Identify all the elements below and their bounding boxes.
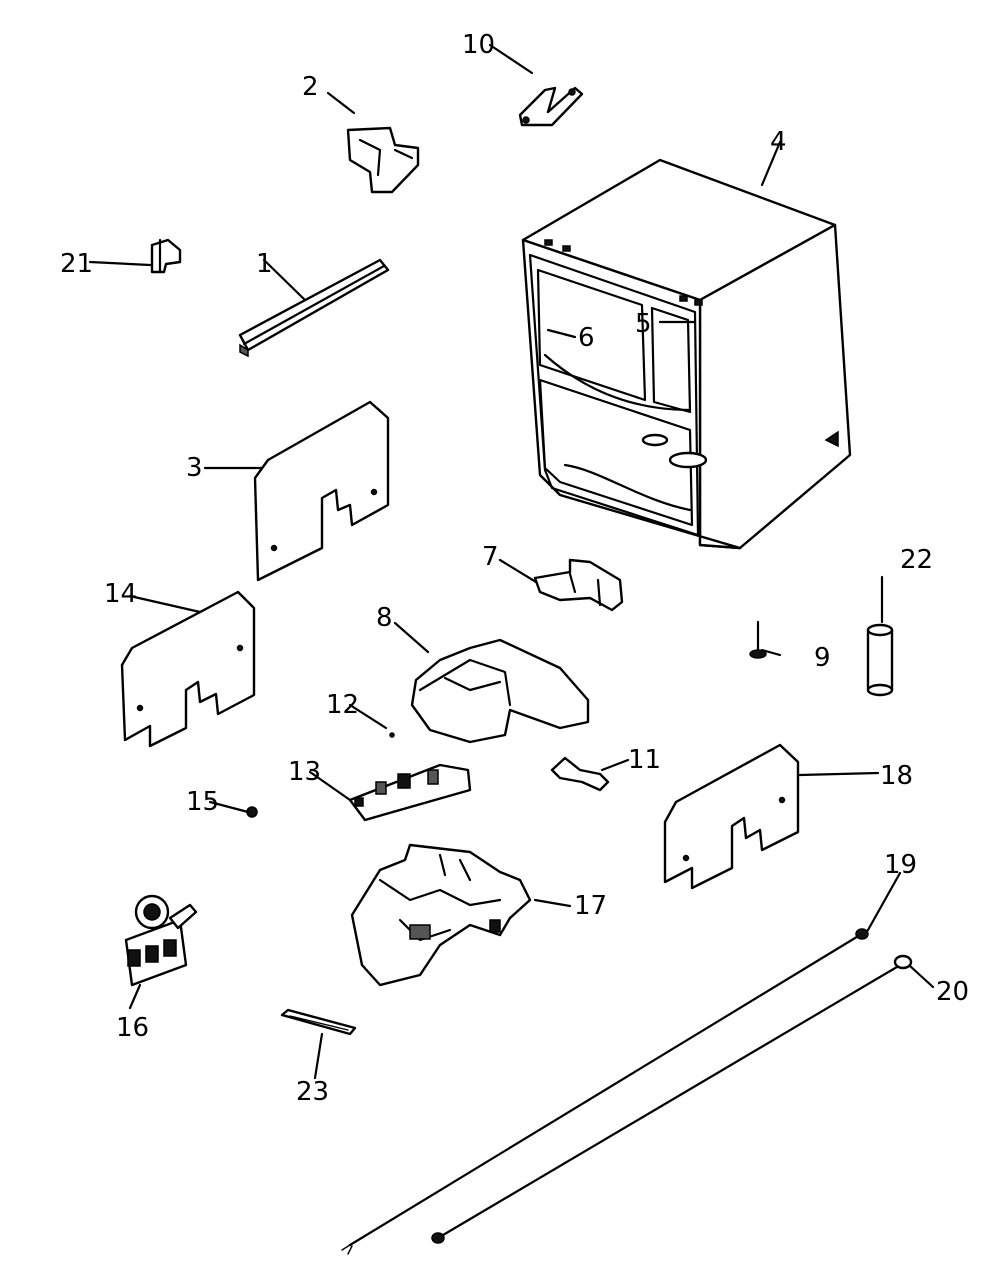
- callout-10: 10: [462, 30, 495, 60]
- callout-16: 16: [116, 1013, 149, 1043]
- part-16-water-valve: [124, 894, 198, 987]
- callout-19: 19: [884, 850, 917, 880]
- callout-17: 17: [574, 891, 607, 921]
- part-21-switch: [150, 238, 182, 274]
- callout-14: 14: [104, 579, 137, 609]
- callout-5: 5: [635, 309, 652, 339]
- callout-8: 8: [376, 603, 393, 633]
- leader-lines: [88, 43, 935, 1080]
- part-9-screw: [749, 620, 767, 659]
- callout-13: 13: [288, 757, 321, 787]
- part-13-circuit-board: [348, 763, 472, 822]
- part-10-bracket: [518, 86, 584, 127]
- callout-18: 18: [880, 761, 913, 791]
- part-20-cable: [431, 954, 913, 1244]
- part-17-timer-harness: [350, 843, 532, 987]
- callout-3: 3: [186, 453, 203, 483]
- part-3-access-panel: [253, 400, 390, 582]
- part-23-strip: [280, 1008, 357, 1036]
- callout-4: 4: [770, 127, 787, 157]
- callout-1: 1: [256, 249, 273, 279]
- part-14-kick-panel: [120, 590, 256, 748]
- callout-11: 11: [628, 745, 661, 775]
- part-8-control-housing: [410, 638, 590, 744]
- callout-22: 22: [900, 545, 933, 575]
- part-1-vent-bar: [238, 258, 390, 358]
- callout-labels: 10 2 4 21 1 5 6 3 7 22 14 8 9 12 11 13 1…: [60, 30, 969, 1107]
- part-19-cable: [341, 928, 869, 1255]
- part-18-toe-panel: [663, 743, 800, 890]
- part-4-cabinet: [521, 158, 852, 550]
- part-12-screw: [389, 732, 395, 738]
- part-11-clip: [550, 756, 610, 792]
- callout-2: 2: [302, 72, 319, 102]
- part-2-door-latch: [346, 126, 420, 194]
- part-7-mounting-bracket: [533, 558, 624, 612]
- callout-23: 23: [296, 1077, 329, 1107]
- part-22-spacer: [866, 623, 894, 697]
- callout-20: 20: [936, 977, 969, 1007]
- callout-7: 7: [482, 542, 499, 572]
- callout-6: 6: [578, 323, 595, 353]
- callout-9: 9: [814, 643, 831, 673]
- callout-21: 21: [60, 249, 93, 279]
- callout-15: 15: [186, 787, 219, 817]
- callout-12: 12: [326, 690, 359, 720]
